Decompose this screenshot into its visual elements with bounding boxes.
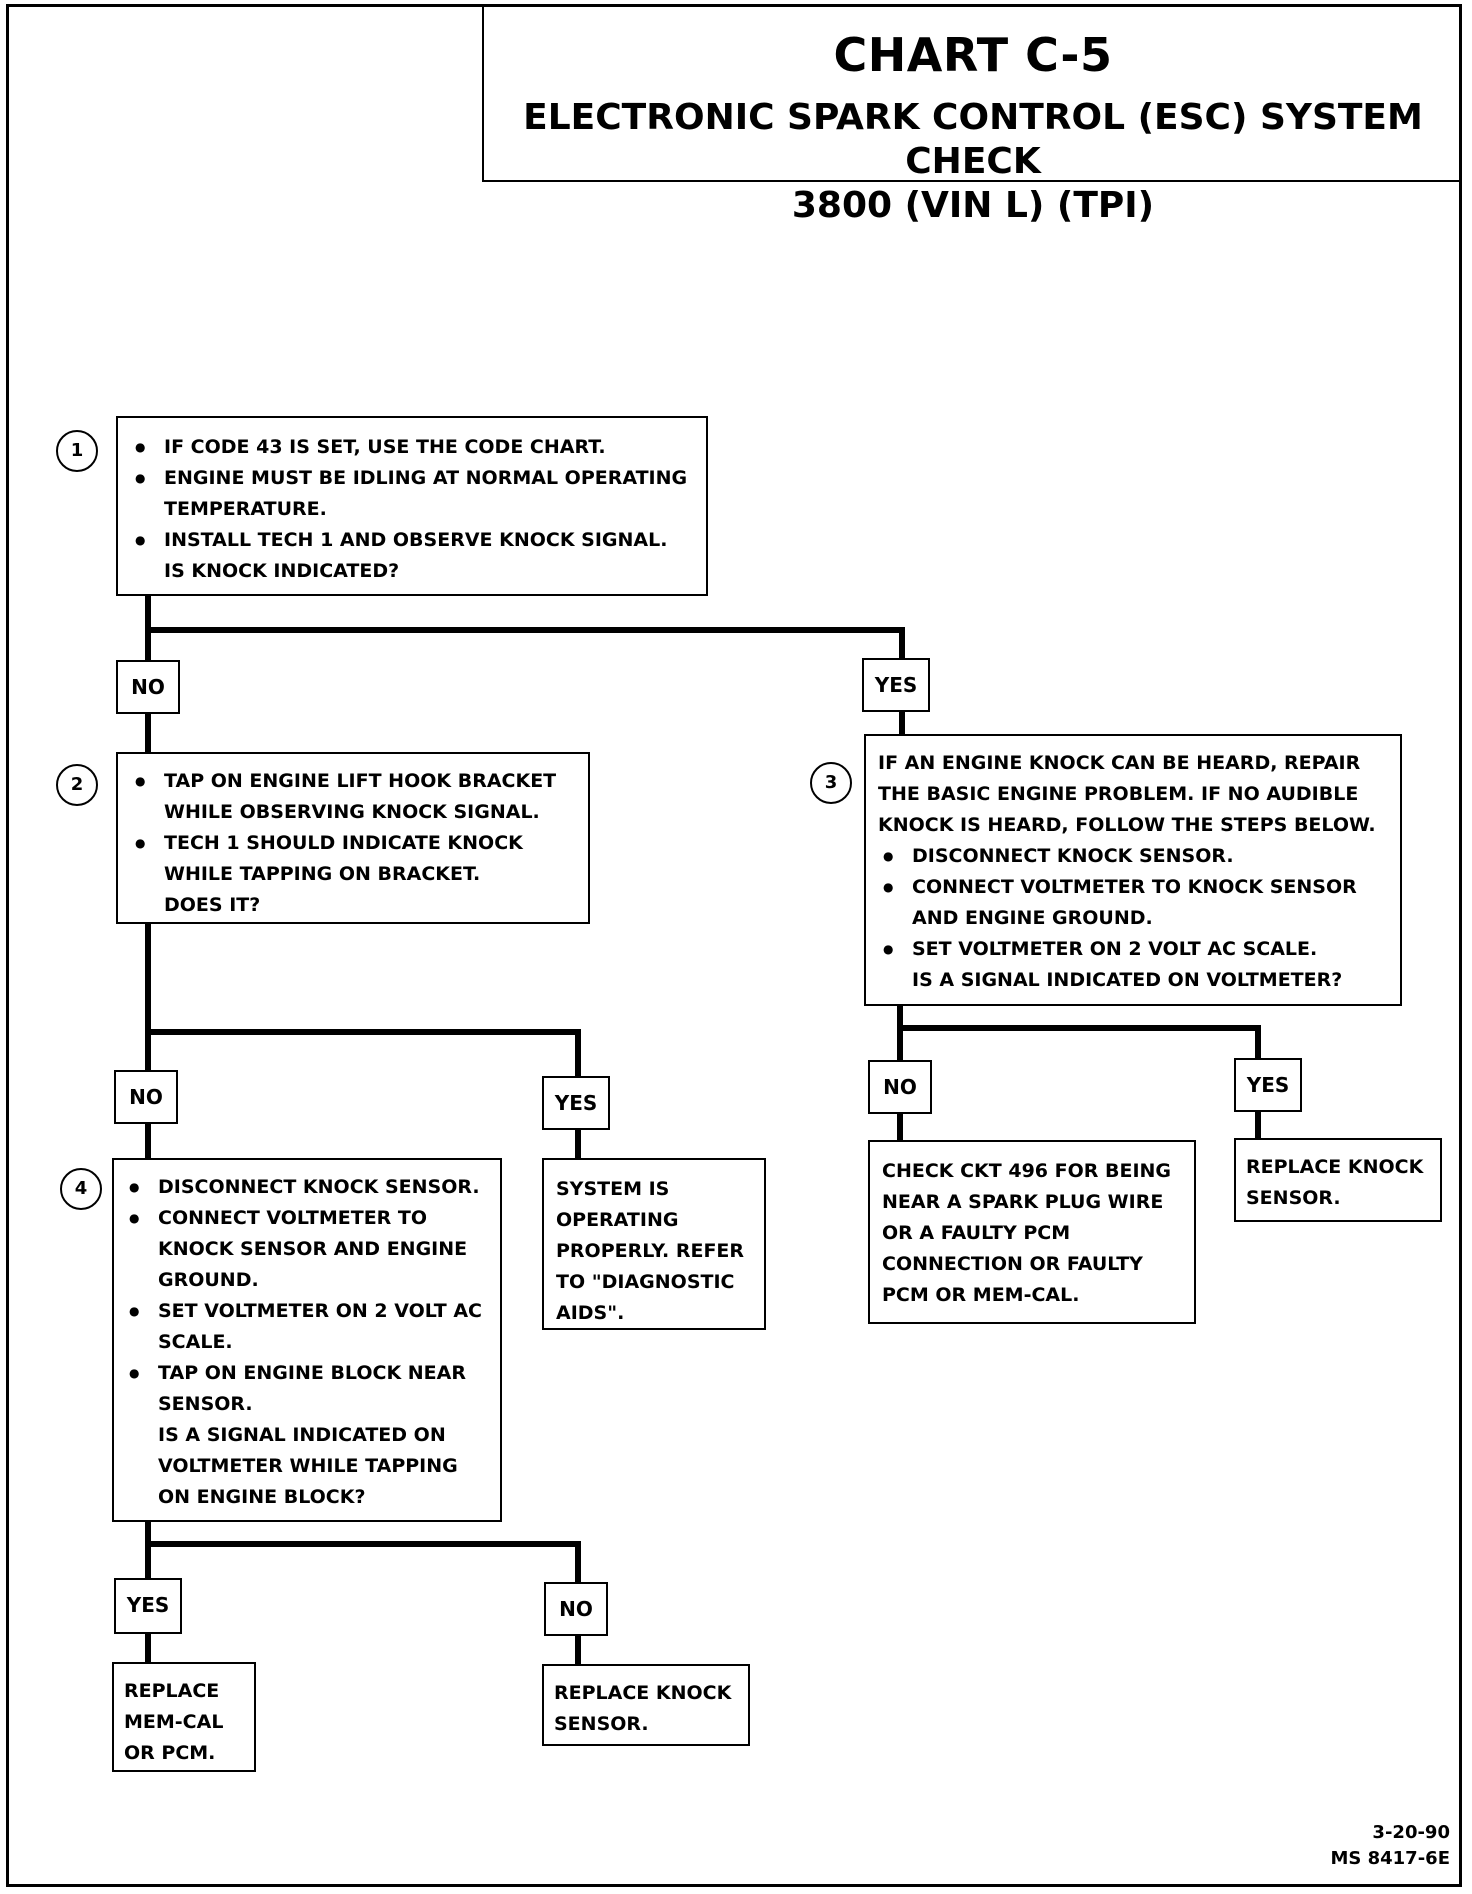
step-3-box: IF AN ENGINE KNOCK CAN BE HEARD, REPAIR … [864, 734, 1402, 1006]
label-no-3: NO [868, 1060, 932, 1114]
result-system-ok-text: SYSTEM IS OPERATING PROPERLY. REFER TO "… [556, 1178, 745, 1324]
step-1-bullets: IF CODE 43 IS SET, USE THE CODE CHART. E… [130, 432, 694, 556]
footer-date: 3-20-90 [1372, 1822, 1450, 1843]
step-2-bullet: TECH 1 SHOULD INDICATE KNOCK WHILE TAPPI… [130, 828, 576, 890]
step-1-question: IS KNOCK INDICATED? [164, 560, 400, 582]
step-3-bullet: CONNECT VOLTMETER TO KNOCK SENSOR AND EN… [878, 872, 1388, 934]
footer-reference: 3-20-90 MS 8417-6E [1330, 1820, 1450, 1872]
label-yes-4: YES [114, 1578, 182, 1634]
title-block: CHART C-5 ELECTRONIC SPARK CONTROL (ESC)… [482, 4, 1462, 226]
result-system-ok: SYSTEM IS OPERATING PROPERLY. REFER TO "… [542, 1158, 766, 1330]
step-number-2: 2 [56, 764, 98, 806]
step-2-question: DOES IT? [164, 894, 261, 916]
label-yes-3: YES [1234, 1058, 1302, 1112]
step-number-4: 4 [60, 1168, 102, 1210]
footer-code: MS 8417-6E [1330, 1848, 1450, 1869]
step-4-bullet: TAP ON ENGINE BLOCK NEAR SENSOR. [124, 1358, 488, 1420]
label-no-4: NO [544, 1582, 608, 1636]
step-3-bullets: DISCONNECT KNOCK SENSOR. CONNECT VOLTMET… [878, 841, 1388, 965]
step-number-3: 3 [810, 762, 852, 804]
step-3-bullet: SET VOLTMETER ON 2 VOLT AC SCALE. [878, 934, 1388, 965]
step-4-bullet: DISCONNECT KNOCK SENSOR. [124, 1172, 488, 1203]
label-yes-2: YES [542, 1076, 610, 1130]
result-replace-sensor-a: REPLACE KNOCK SENSOR. [1234, 1138, 1442, 1222]
step-1-bullet: ENGINE MUST BE IDLING AT NORMAL OPERATIN… [130, 463, 694, 525]
result-check-ckt-text: CHECK CKT 496 FOR BEING NEAR A SPARK PLU… [882, 1160, 1172, 1306]
result-replace-memcal-text: REPLACE MEM-CAL OR PCM. [124, 1680, 224, 1764]
connector-s1-split [145, 593, 905, 665]
step-4-bullets: DISCONNECT KNOCK SENSOR. CONNECT VOLTMET… [124, 1172, 488, 1420]
step-2-bullet: TAP ON ENGINE LIFT HOOK BRACKET WHILE OB… [130, 766, 576, 828]
step-number-1: 1 [56, 430, 98, 472]
chart-subtitle: ELECTRONIC SPARK CONTROL (ESC) SYSTEM CH… [484, 96, 1462, 228]
subtitle-line-2: 3800 (VIN L) (TPI) [791, 185, 1155, 226]
page-frame [6, 4, 1462, 1887]
step-2-bullets: TAP ON ENGINE LIFT HOOK BRACKET WHILE OB… [130, 766, 576, 890]
connector-s2-split [145, 921, 581, 1079]
connector-s3-split [897, 1003, 1261, 1065]
connector-s4-split [145, 1519, 581, 1585]
step-3-bullet: DISCONNECT KNOCK SENSOR. [878, 841, 1388, 872]
result-replace-sensor-b-text: REPLACE KNOCK SENSOR. [554, 1682, 732, 1735]
step-4-question: IS A SIGNAL INDICATED ON VOLTMETER WHILE… [158, 1424, 458, 1508]
label-yes-1: YES [862, 658, 930, 712]
step-2-box: TAP ON ENGINE LIFT HOOK BRACKET WHILE OB… [116, 752, 590, 924]
result-replace-sensor-b: REPLACE KNOCK SENSOR. [542, 1664, 750, 1746]
result-check-ckt: CHECK CKT 496 FOR BEING NEAR A SPARK PLU… [868, 1140, 1196, 1324]
step-3-question: IS A SIGNAL INDICATED ON VOLTMETER? [912, 969, 1343, 991]
step-3-intro: IF AN ENGINE KNOCK CAN BE HEARD, REPAIR … [878, 752, 1376, 836]
chart-title: CHART C-5 [833, 28, 1113, 82]
label-no-2: NO [114, 1070, 178, 1124]
result-replace-memcal: REPLACE MEM-CAL OR PCM. [112, 1662, 256, 1772]
step-4-box: DISCONNECT KNOCK SENSOR. CONNECT VOLTMET… [112, 1158, 502, 1522]
step-1-box: IF CODE 43 IS SET, USE THE CODE CHART. E… [116, 416, 708, 596]
label-no-1: NO [116, 660, 180, 714]
subtitle-line-1: ELECTRONIC SPARK CONTROL (ESC) SYSTEM CH… [523, 97, 1423, 182]
step-1-bullet: IF CODE 43 IS SET, USE THE CODE CHART. [130, 432, 694, 463]
step-4-bullet: CONNECT VOLTMETER TO KNOCK SENSOR AND EN… [124, 1203, 488, 1296]
result-replace-sensor-a-text: REPLACE KNOCK SENSOR. [1246, 1156, 1424, 1209]
step-1-bullet: INSTALL TECH 1 AND OBSERVE KNOCK SIGNAL. [130, 525, 694, 556]
step-4-bullet: SET VOLTMETER ON 2 VOLT AC SCALE. [124, 1296, 488, 1358]
